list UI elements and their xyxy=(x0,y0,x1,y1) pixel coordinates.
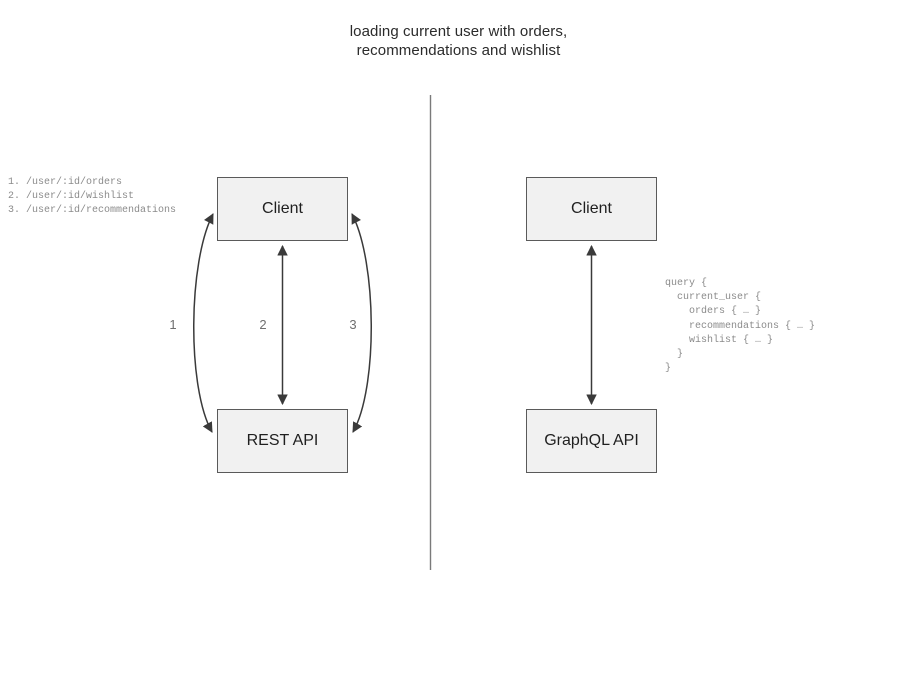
rest-edge-3 xyxy=(351,213,372,433)
node-graphql-api[interactable]: GraphQL API xyxy=(526,409,657,473)
rest-edge-2-label: 2 xyxy=(259,317,267,332)
rest-endpoint-list: 1. /user/:id/orders 2. /user/:id/wishlis… xyxy=(8,177,177,217)
page-title-line-1: loading current user with orders, xyxy=(349,23,568,40)
node-rest-api[interactable]: REST API xyxy=(217,409,348,473)
page-title: loading current user with orders, recomm… xyxy=(0,22,917,60)
node-client-graphql[interactable]: Client xyxy=(526,177,657,241)
graphql-query-snippet: query { current_user { orders { … } reco… xyxy=(665,278,816,375)
node-client-rest[interactable]: Client xyxy=(217,177,348,241)
rest-edge-1 xyxy=(193,213,214,433)
page-title-line-2: recommendations and wishlist xyxy=(356,42,561,59)
node-client-graphql-label: Client xyxy=(571,200,612,217)
node-graphql-api-label: GraphQL API xyxy=(544,432,639,449)
rest-edge-1-label: 1 xyxy=(169,317,177,332)
rest-edge-3-label: 3 xyxy=(349,317,357,332)
node-client-rest-label: Client xyxy=(262,200,303,217)
node-rest-api-label: REST API xyxy=(246,432,319,449)
